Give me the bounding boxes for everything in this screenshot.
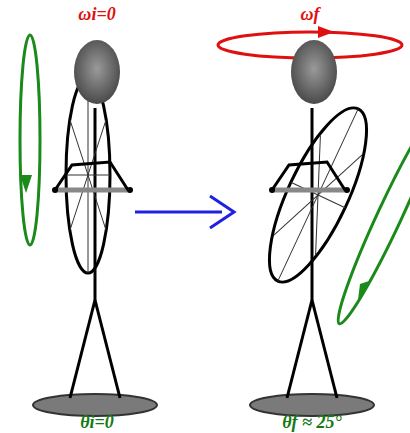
spin-loop	[20, 35, 40, 245]
head	[291, 40, 337, 104]
omega-label: ωi=0	[78, 5, 115, 23]
omega-label: ωf	[300, 5, 319, 23]
wheel	[251, 96, 386, 294]
wheel	[66, 77, 110, 273]
transition-arrow	[135, 211, 222, 214]
theta-label: θf ≈ 25°	[282, 413, 341, 431]
theta-label: θi=0	[80, 413, 114, 431]
head	[74, 40, 120, 104]
arrowhead	[20, 175, 32, 193]
spin-loop	[328, 101, 410, 329]
